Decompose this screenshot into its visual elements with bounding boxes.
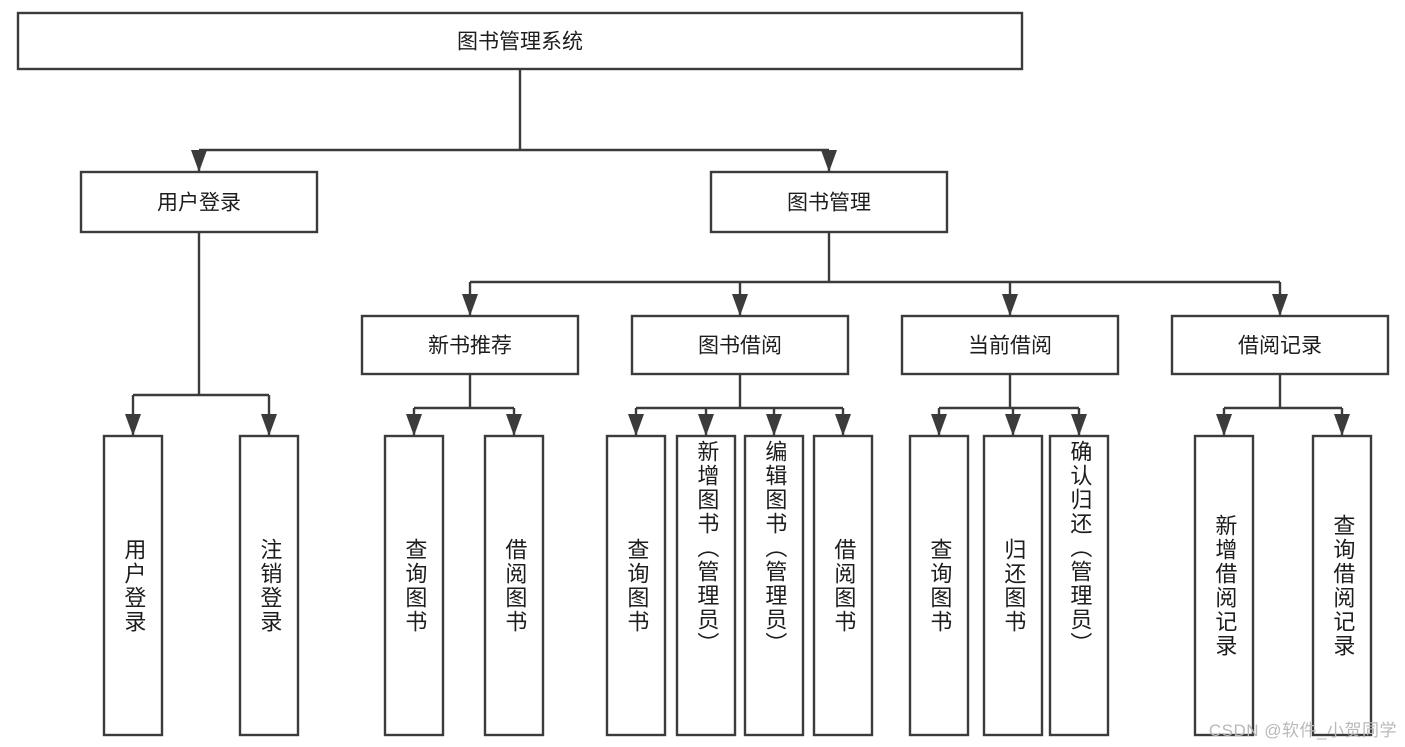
- node-box-借阅记录[interactable]: [1170, 314, 1390, 376]
- arrow-head-icon: [1002, 294, 1018, 316]
- node-box-用户登录[interactable]: [79, 170, 319, 234]
- node-box-新书推荐[interactable]: [360, 314, 580, 376]
- node-box-用户登录[interactable]: [102, 434, 164, 737]
- node-box-图书管理[interactable]: [709, 170, 949, 234]
- node-label-图书管理: 图书管理: [787, 192, 871, 215]
- arrow-head-icon: [835, 414, 851, 436]
- node-label-当前借阅: 当前借阅: [968, 335, 1052, 358]
- node-box-借阅图书[interactable]: [812, 434, 874, 737]
- node-box-借阅图书[interactable]: [483, 434, 545, 737]
- arrow-head-icon: [125, 414, 141, 436]
- node-box-新增借阅记录[interactable]: [1193, 434, 1255, 737]
- node-box-编辑图书管理员[interactable]: [743, 434, 805, 737]
- watermark: CSDN @软件_小贺同学: [1208, 721, 1397, 740]
- node-label-借阅记录: 借阅记录: [1238, 335, 1322, 358]
- arrow-head-icon: [628, 414, 644, 436]
- node-box-图书管理系统[interactable]: [16, 11, 1024, 71]
- node-box-查询图书[interactable]: [605, 434, 667, 737]
- arrow-head-icon: [1334, 414, 1350, 436]
- node-box-新增图书管理员[interactable]: [675, 434, 737, 737]
- node-label-图书管理系统: 图书管理系统: [457, 31, 583, 54]
- arrow-head-icon: [406, 414, 422, 436]
- node-label-图书借阅: 图书借阅: [698, 335, 782, 358]
- node-box-查询借阅记录[interactable]: [1311, 434, 1373, 737]
- node-label-用户登录: 用户登录: [157, 192, 241, 215]
- arrow-head-icon: [698, 414, 714, 436]
- arrow-head-icon: [732, 294, 748, 316]
- node-box-当前借阅[interactable]: [900, 314, 1120, 376]
- node-box-注销登录[interactable]: [238, 434, 300, 737]
- arrow-head-icon: [261, 414, 277, 436]
- node-box-图书借阅[interactable]: [630, 314, 850, 376]
- node-box-查询图书[interactable]: [383, 434, 445, 737]
- arrow-head-icon: [1216, 414, 1232, 436]
- arrow-head-icon: [1071, 414, 1087, 436]
- boxes-layer: [16, 11, 1390, 737]
- arrow-head-icon: [1272, 294, 1288, 316]
- arrow-head-icon: [821, 150, 837, 172]
- arrow-head-icon: [506, 414, 522, 436]
- arrow-head-icon: [766, 414, 782, 436]
- node-box-归还图书[interactable]: [982, 434, 1044, 737]
- arrow-head-icon: [931, 414, 947, 436]
- arrow-head-icon: [1005, 414, 1021, 436]
- node-label-新书推荐: 新书推荐: [428, 335, 512, 358]
- node-box-查询图书[interactable]: [908, 434, 970, 737]
- node-box-确认归还管理员[interactable]: [1048, 434, 1110, 737]
- connectors-layer: [125, 69, 1350, 436]
- arrow-head-icon: [191, 150, 207, 172]
- arrow-head-icon: [462, 294, 478, 316]
